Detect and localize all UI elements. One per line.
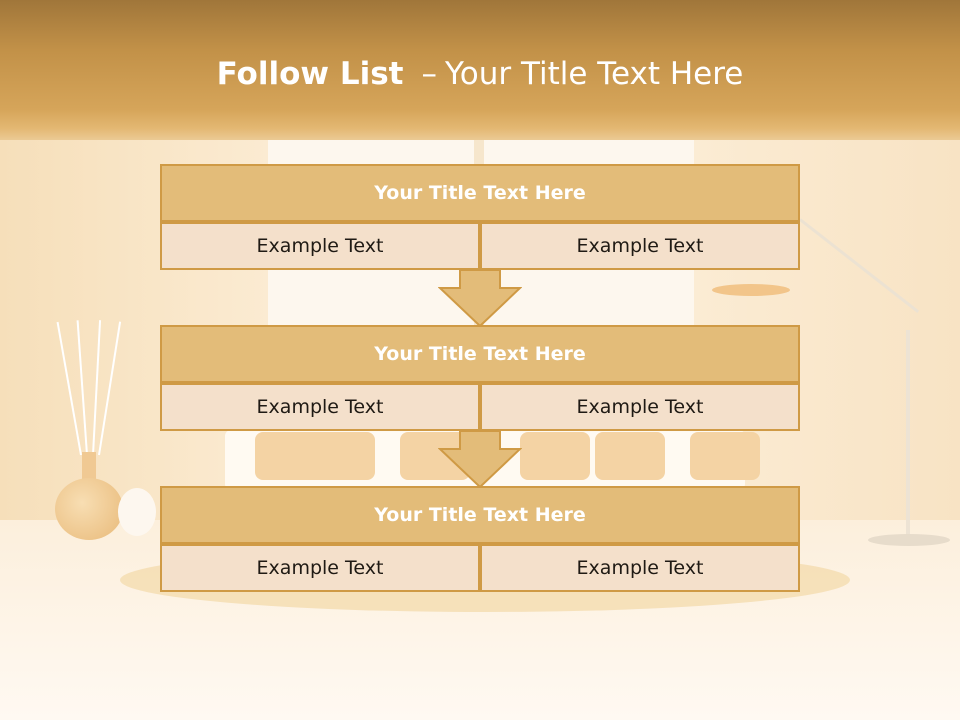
step-example-text-right: Example Text (480, 544, 800, 592)
slide-title-dash: – (421, 56, 437, 92)
background-vase-neck (82, 452, 96, 484)
background-cushion (595, 432, 665, 480)
background-white-vase (118, 488, 156, 536)
background-cushion (305, 432, 375, 480)
step-example-text-right: Example Text (480, 383, 800, 431)
slide-title-bold: Follow List (216, 56, 404, 92)
down-arrow-icon (438, 270, 522, 328)
step-title: Your Title Text Here (160, 325, 800, 383)
step-title: Your Title Text Here (160, 486, 800, 544)
background-lamp-pole (906, 330, 910, 540)
header-band (0, 0, 960, 140)
follow-list-step-3: Your Title Text Here Example Text Exampl… (160, 486, 800, 592)
slide-title-rest: Your Title Text Here (444, 56, 744, 92)
slide-title: Follow List–Your Title Text Here (0, 56, 960, 92)
step-example-text-left: Example Text (160, 544, 480, 592)
follow-list-step-2: Your Title Text Here Example Text Exampl… (160, 325, 800, 431)
background-cushion (690, 432, 760, 480)
background-lamp-shade (712, 284, 790, 296)
step-example-text-left: Example Text (160, 383, 480, 431)
follow-list-step-1: Your Title Text Here Example Text Exampl… (160, 164, 800, 270)
background-lamp-base (868, 534, 950, 546)
background-vase (55, 478, 123, 540)
background-cushion (520, 432, 590, 480)
step-example-text-right: Example Text (480, 222, 800, 270)
down-arrow-icon (438, 431, 522, 489)
step-example-text-left: Example Text (160, 222, 480, 270)
step-title: Your Title Text Here (160, 164, 800, 222)
